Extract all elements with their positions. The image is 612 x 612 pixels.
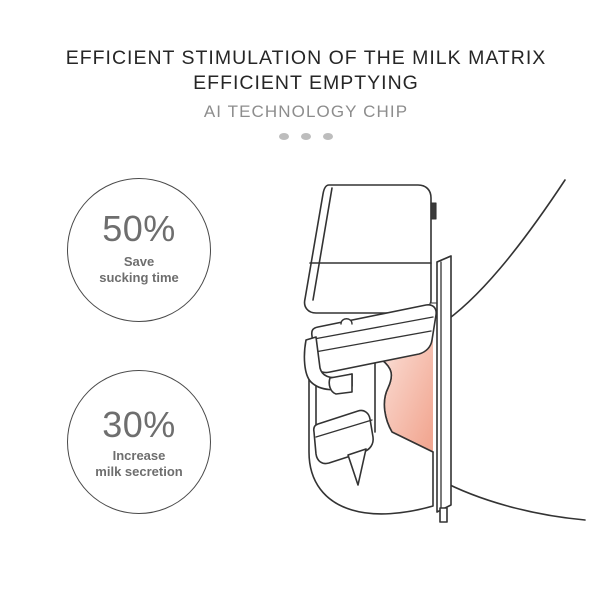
- subheadline: AI TECHNOLOGY CHIP: [203, 102, 409, 121]
- separator-dot-icon: [323, 133, 333, 140]
- mechanism-band-line: [314, 330, 432, 353]
- stat-caption-line-1: Increase: [112, 448, 166, 463]
- side-port: [429, 302, 438, 319]
- stat-badge-save-sucking-time: 50% Save sucking time: [67, 178, 211, 322]
- stat-value: 30%: [102, 404, 176, 445]
- control-button-icon: [430, 202, 437, 220]
- flange-bottom-tab: [439, 507, 448, 523]
- stat-value: 50%: [102, 208, 176, 249]
- separator-dot-icon: [279, 133, 289, 140]
- separator-dots: [0, 133, 612, 140]
- housing-bevel-line: [312, 187, 333, 301]
- flange-top-cap: [436, 255, 452, 263]
- valve-band-line: [315, 419, 373, 438]
- stat-caption: Increase milk secretion: [95, 448, 182, 480]
- stat-badge-increase-milk-secretion: 30% Increase milk secretion: [67, 370, 211, 514]
- pump-mechanism: [310, 304, 437, 374]
- mechanism-band-line: [313, 316, 434, 340]
- header-block: EFFICIENT STIMULATION OF THE MILK MATRIX…: [0, 46, 612, 140]
- flange-plate: [436, 255, 452, 513]
- stat-caption-line-2: sucking time: [99, 270, 179, 285]
- mechanism-knob: [340, 318, 353, 325]
- stat-caption: Save sucking time: [99, 254, 178, 286]
- headline-line-1: EFFICIENT STIMULATION OF THE MILK MATRIX: [65, 47, 547, 69]
- motor-housing: [303, 184, 432, 314]
- stat-caption-line-2: milk secretion: [95, 464, 183, 479]
- stat-caption-line-1: Save: [123, 254, 155, 269]
- breast-tissue-region: [373, 317, 433, 452]
- valve-tip: [347, 448, 367, 486]
- mechanism-foot: [328, 373, 353, 395]
- body-contour-lower: [439, 479, 586, 521]
- breast-tissue-outline: [372, 316, 434, 453]
- body-contour-upper: [439, 179, 566, 326]
- headline-line-2: EFFICIENT EMPTYING: [193, 72, 419, 94]
- valve-body: [312, 409, 374, 465]
- mechanism-lower-lip: [303, 336, 353, 391]
- separator-dot-icon: [301, 133, 311, 140]
- collection-cup: [308, 359, 434, 515]
